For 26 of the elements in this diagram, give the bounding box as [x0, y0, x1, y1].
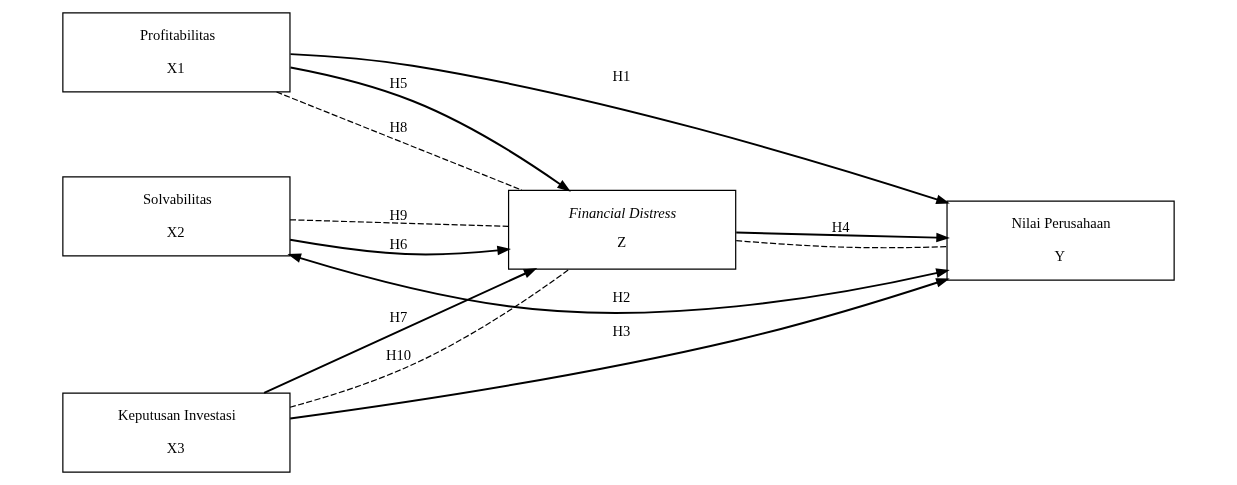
edge-label: H1	[612, 68, 631, 85]
connector	[289, 219, 509, 227]
edge-label: H4	[831, 218, 850, 235]
edge-label: H10	[385, 347, 412, 364]
edge-label: H5	[389, 75, 408, 92]
edge-label: H7	[389, 308, 408, 325]
edge-label: H3	[612, 323, 631, 340]
arrow	[287, 253, 950, 314]
edge-label: H9	[389, 206, 408, 223]
arrow	[263, 268, 538, 394]
connector	[275, 91, 523, 191]
node-box: Financial Distress Z	[508, 189, 737, 270]
arrow	[289, 278, 950, 420]
node-box: Profitabilitas X1	[62, 12, 291, 93]
arrow	[289, 238, 511, 256]
node-box: Solvabilitas X2	[62, 176, 291, 257]
edge-label: H2	[612, 289, 631, 306]
arrow	[735, 231, 950, 243]
arrow	[289, 66, 571, 192]
node-box: Nilai Perusahaan Y	[946, 200, 1175, 281]
connector	[289, 268, 570, 408]
arrow	[289, 53, 950, 204]
edge-label: H8	[389, 119, 408, 136]
edge-label: H6	[389, 235, 408, 252]
node-box: Keputusan Investasi X3	[62, 392, 291, 473]
connector	[735, 240, 948, 249]
